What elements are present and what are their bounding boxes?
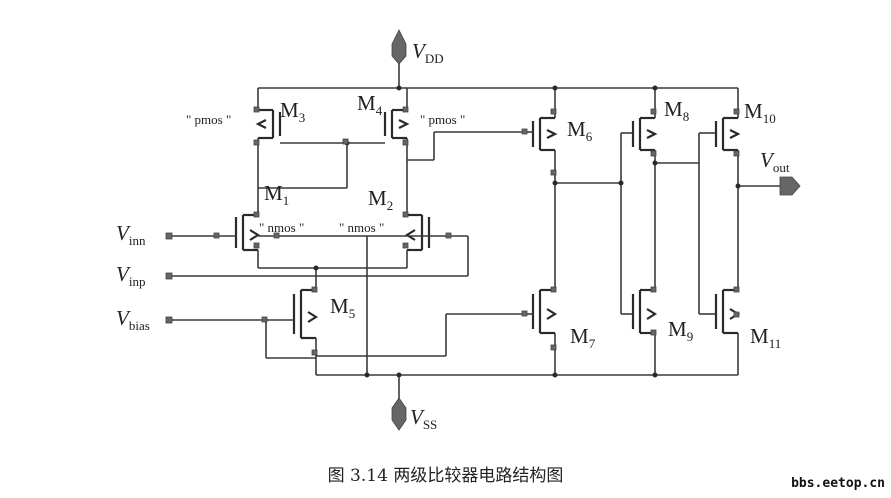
m10-label: M10 <box>744 99 776 126</box>
vbias-label: Vbias <box>116 306 150 333</box>
vout-label: Vout <box>760 148 790 175</box>
m3-label: M3 <box>280 98 305 125</box>
vinp-wire <box>165 272 468 280</box>
vinp-label: Vinp <box>116 262 145 289</box>
third-stage-wire <box>652 132 710 315</box>
transistor-m10 <box>710 88 741 290</box>
transistor-m9 <box>628 286 658 375</box>
m3-type-label: " pmos " <box>186 112 231 127</box>
m11-label: M11 <box>750 324 781 351</box>
transistor-m11 <box>710 286 741 375</box>
m1-label: M1 <box>264 181 289 208</box>
transistor-m3 <box>253 88 282 188</box>
vss-rail <box>316 374 738 400</box>
m6-label: M6 <box>567 117 593 144</box>
watermark: bbs.eetop.cn <box>791 476 885 491</box>
vdd-label: VDD <box>412 39 444 66</box>
vss-pin <box>391 397 407 431</box>
transistor-m4 <box>383 88 410 188</box>
m1-type-label: " nmos " <box>259 220 304 235</box>
vout-pin[interactable] <box>779 176 801 196</box>
m5-label: M5 <box>330 294 355 321</box>
vbias-wire <box>165 316 316 359</box>
vinn-wire <box>165 232 236 240</box>
transistor-m7 <box>521 286 558 375</box>
transistor-m1 <box>234 188 261 268</box>
m4-label: M4 <box>357 91 383 118</box>
m9-label: M9 <box>668 317 693 344</box>
m2-type-label: " nmos " <box>339 220 384 235</box>
vss-label: VSS <box>410 405 437 432</box>
tail-node <box>258 265 407 290</box>
bulk-wires <box>258 232 469 375</box>
m8-label: M8 <box>664 97 689 124</box>
first-stage-output-wire <box>407 131 525 161</box>
bias-to-m7-wire <box>316 313 525 357</box>
transistor-m8 <box>628 88 658 290</box>
vdd-rail <box>258 62 738 89</box>
figure-caption: 图 3.14 两级比较器电路结构图 <box>327 466 564 486</box>
second-stage-wire <box>552 132 628 315</box>
output-wire <box>735 183 780 189</box>
transistor-m6 <box>521 88 558 290</box>
vdd-pin <box>391 29 407 65</box>
rail-dots <box>364 85 658 378</box>
transistor-m5 <box>292 286 319 375</box>
vinn-label: Vinn <box>116 221 146 248</box>
m4-type-label: " pmos " <box>420 112 465 127</box>
transistor-m2 <box>402 188 431 268</box>
m7-label: M7 <box>570 324 596 351</box>
m2-label: M2 <box>368 186 393 213</box>
mirror-gate-wire <box>258 138 385 189</box>
